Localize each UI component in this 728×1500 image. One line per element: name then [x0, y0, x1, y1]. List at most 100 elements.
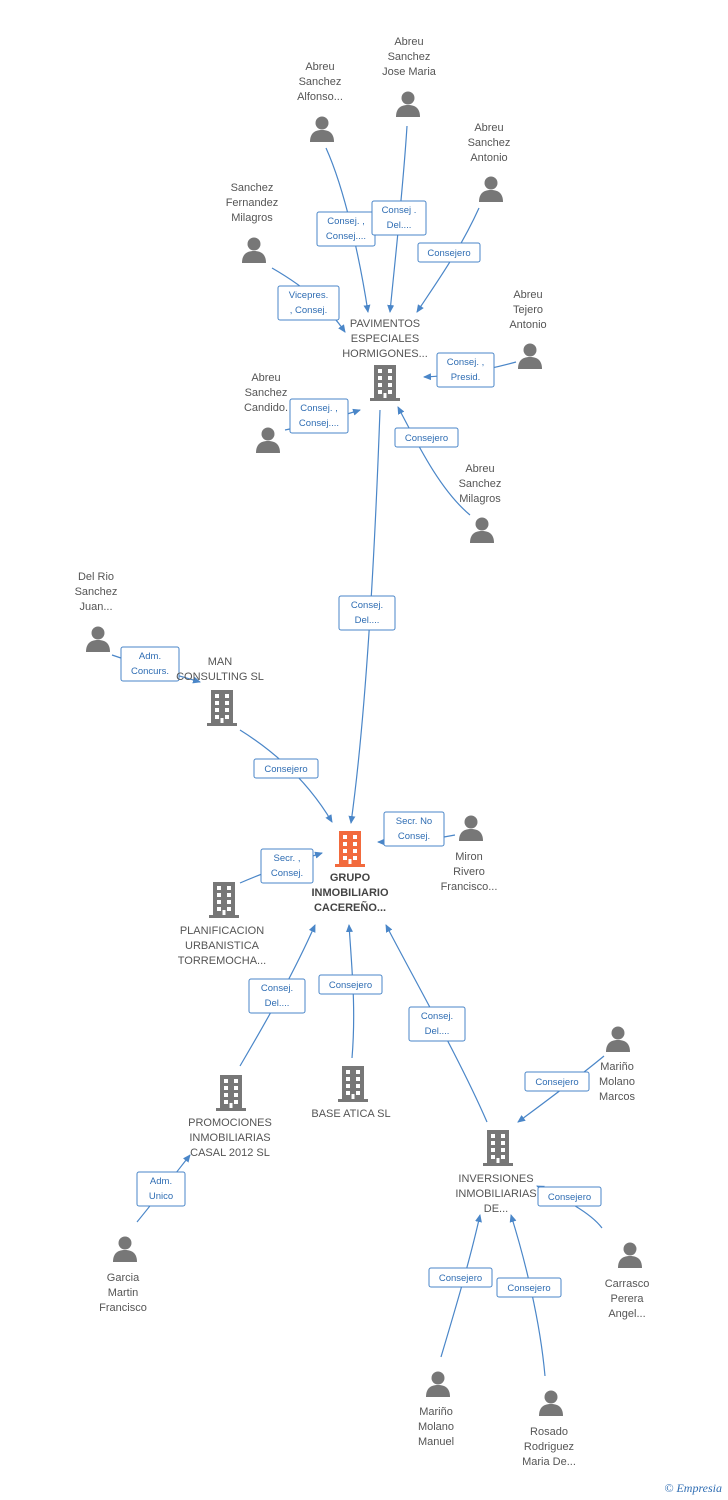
- person-node[interactable]: CarrascoPereraAngel...: [605, 1242, 650, 1321]
- person-name: Alfonso...: [297, 91, 343, 103]
- relation-label-box[interactable]: [136, 1171, 186, 1207]
- relation-edge[interactable]: Consej. Del....: [338, 409, 396, 824]
- relation-edge[interactable]: Consejero: [496, 1214, 562, 1377]
- person-icon: [479, 176, 503, 202]
- relation-edge[interactable]: Consejero: [239, 729, 333, 823]
- company-node[interactable]: INVERSIONESINMOBILIARIASDE...: [455, 1130, 537, 1215]
- company-name: PROMOCIONES: [188, 1117, 272, 1129]
- building-icon: [216, 1075, 246, 1111]
- person-icon: [113, 1236, 137, 1262]
- relation-edge[interactable]: Consejero: [318, 924, 383, 1059]
- person-node[interactable]: AbreuSanchezAlfonso...: [297, 61, 343, 142]
- relation-label: Consej....: [326, 231, 366, 242]
- relation-label-box[interactable]: [394, 427, 459, 448]
- relation-label-box[interactable]: [496, 1277, 562, 1298]
- relation-edge[interactable]: Consej. ,Consej....: [284, 398, 361, 434]
- relation-label: Del....: [425, 1026, 450, 1037]
- building-icon: [338, 1066, 368, 1102]
- company-node[interactable]: GRUPOINMOBILIARIOCACEREÑO...: [312, 831, 389, 914]
- relation-label: Consejero: [548, 1192, 591, 1203]
- relation-edge[interactable]: Consej. , Presid.: [423, 352, 517, 388]
- relation-label-box[interactable]: [253, 758, 319, 779]
- company-name: PLANIFICACION: [180, 925, 264, 937]
- relation-edge[interactable]: Consejero: [536, 1185, 603, 1229]
- building-icon: [207, 690, 237, 726]
- company-node[interactable]: PAVIMENTOSESPECIALESHORMIGONES...: [342, 318, 428, 401]
- relation-edge[interactable]: Consejero: [428, 1214, 493, 1358]
- relation-edge[interactable]: Consej. Del....: [385, 924, 488, 1123]
- relation-edge[interactable]: Adm.Concurs.: [111, 646, 201, 684]
- relation-label-box[interactable]: [289, 398, 349, 434]
- company-name: URBANISTICA: [185, 940, 260, 952]
- company-name: INMOBILIARIO: [312, 887, 389, 899]
- relation-edge[interactable]: Secr. No Consej.: [377, 811, 456, 847]
- person-name: Francisco...: [441, 881, 498, 893]
- relation-edge[interactable]: Consej.Del....: [239, 924, 316, 1067]
- relation-edge[interactable]: Consej .Del....: [371, 125, 427, 313]
- relation-edge[interactable]: Consejero: [517, 1055, 605, 1123]
- relation-edge[interactable]: Consejero: [394, 406, 471, 516]
- person-name: Abreu: [474, 122, 503, 134]
- relation-label: Unico: [149, 1191, 173, 1202]
- relation-edge[interactable]: Consej. ,Consej....: [316, 147, 376, 313]
- copyright-notice: © Empresia: [664, 1481, 722, 1495]
- person-name: Sanchez: [388, 51, 431, 63]
- relation-label: Consej.: [421, 1011, 453, 1022]
- relation-label: Secr. ,: [274, 853, 301, 864]
- person-name: Sanchez: [75, 586, 118, 598]
- relation-label: Consej.: [398, 831, 430, 842]
- relation-label: Consej .: [382, 205, 417, 216]
- relation-label-box[interactable]: [248, 978, 306, 1014]
- relation-label: Consej.: [351, 600, 383, 611]
- relation-label-box[interactable]: [338, 595, 396, 631]
- relation-label-box[interactable]: [537, 1186, 602, 1207]
- relation-label-box[interactable]: [436, 352, 495, 388]
- relation-label-box[interactable]: [408, 1006, 466, 1042]
- relation-label-box[interactable]: [371, 200, 427, 236]
- person-name: Milagros: [231, 212, 273, 224]
- relation-edge[interactable]: Consejero: [416, 207, 481, 313]
- person-node[interactable]: Del RioSanchezJuan...: [75, 571, 118, 652]
- relation-label-box[interactable]: [318, 974, 383, 995]
- person-name: Milagros: [459, 493, 501, 505]
- relation-label-box[interactable]: [417, 242, 481, 263]
- company-node[interactable]: BASE ATICA SL: [311, 1066, 391, 1120]
- relation-label: Del....: [355, 615, 380, 626]
- company-name: DE...: [484, 1203, 508, 1215]
- company-node[interactable]: PLANIFICACIONURBANISTICATORREMOCHA...: [178, 882, 266, 967]
- person-name: Abreu: [394, 36, 423, 48]
- relation-label-box[interactable]: [524, 1071, 590, 1092]
- person-icon: [470, 517, 494, 543]
- relation-edge[interactable]: Vicepres., Consej.: [271, 267, 346, 333]
- relation-label: Consejero: [329, 980, 372, 991]
- relation-label: Presid.: [451, 372, 481, 383]
- relation-label-box[interactable]: [120, 646, 180, 682]
- person-name: Angel...: [608, 1308, 645, 1320]
- relation-label: Consejero: [427, 248, 470, 259]
- company-name: INMOBILIARIAS: [189, 1132, 270, 1144]
- relation-label-box[interactable]: [428, 1267, 493, 1288]
- relation-label-box[interactable]: [383, 811, 445, 847]
- person-name: Miron: [455, 851, 483, 863]
- relation-edge[interactable]: Adm.Unico: [136, 1154, 191, 1223]
- relation-label: Secr. No: [396, 816, 432, 827]
- person-node[interactable]: MironRiveroFrancisco...: [441, 815, 498, 894]
- relation-label: Consejero: [405, 433, 448, 444]
- relation-label-box[interactable]: [277, 285, 340, 321]
- relation-edge[interactable]: Secr. ,Consej.: [239, 848, 323, 884]
- relation-label-box[interactable]: [260, 848, 314, 884]
- company-name: PAVIMENTOS: [350, 318, 420, 330]
- relation-label: Consej. ,: [447, 357, 485, 368]
